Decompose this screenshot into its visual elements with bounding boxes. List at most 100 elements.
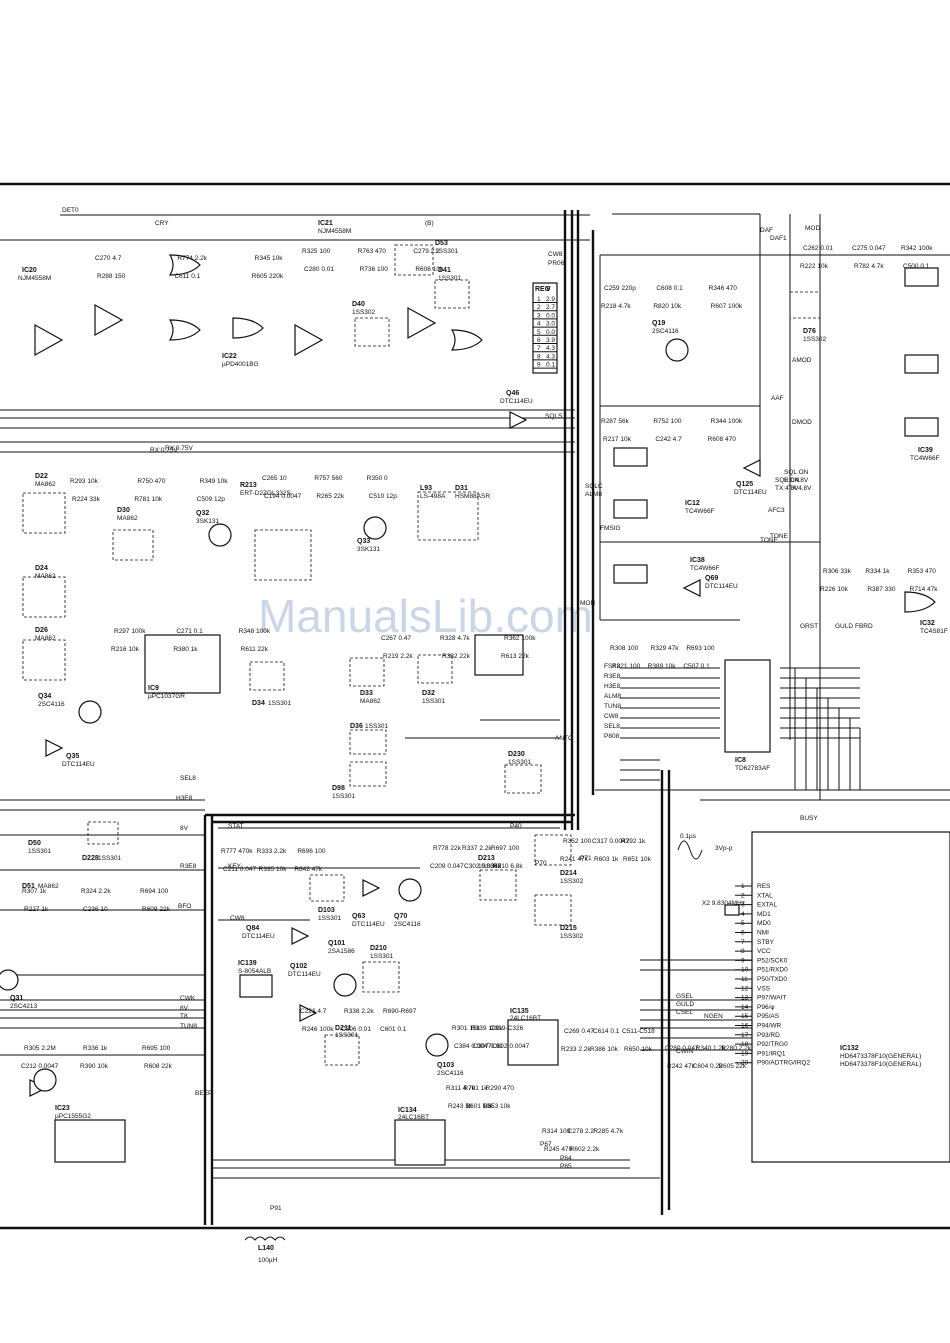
d33-dashed xyxy=(349,657,385,687)
net-label: TUN8 xyxy=(604,703,621,710)
ic21-ref: IC21 xyxy=(318,220,333,227)
ic9-box xyxy=(144,634,221,694)
net-label: DAF xyxy=(760,227,773,234)
ic134-box xyxy=(394,1119,446,1166)
d230-dashed xyxy=(504,764,542,794)
ic135-ref: IC135 xyxy=(510,1008,529,1015)
net-label: ALM8 xyxy=(585,491,602,498)
part-value: R345 10k xyxy=(255,255,284,262)
d40-ref: D40 xyxy=(352,301,365,308)
ic39b-box xyxy=(904,417,939,437)
mcu-pin-name: P91/IRQ1 xyxy=(757,1050,786,1057)
part-value: R602 2.2k xyxy=(570,1146,600,1153)
ic38-ref: IC38 xyxy=(690,557,705,564)
net-label: H3E8 xyxy=(604,683,621,690)
mcu-pin-name: P50/TXD0 xyxy=(757,976,787,983)
part-value: R242 47k xyxy=(667,1063,696,1070)
d98-dashed xyxy=(349,761,387,787)
d41-part: 1SS301 xyxy=(438,275,462,282)
d211-ref: D211 xyxy=(335,1025,351,1032)
d50-ref: D50 xyxy=(28,840,41,847)
d98-part: 1SS301 xyxy=(332,793,356,800)
q34-ref: Q34 xyxy=(38,693,51,700)
ic-labels: IC20 NJM4558M IC21 NJM4558M IC22 µPD4001… xyxy=(18,220,948,1121)
net-label: SQLC xyxy=(585,483,603,490)
d34-ref: D34 xyxy=(252,700,265,707)
ic23-part: µPC1555G2 xyxy=(55,1113,91,1120)
part-value: R241 47k xyxy=(560,856,589,863)
part-value: R218 4.7k xyxy=(601,303,631,310)
net-label: NGEN xyxy=(704,1013,723,1020)
ic20-ref: IC20 xyxy=(22,267,37,274)
part-value: C259 220p xyxy=(604,285,636,292)
mcu-pin-name: P96/φ xyxy=(757,1004,775,1011)
reg-row-voltage: 4.3 xyxy=(546,345,555,352)
d210-part: 1SS301 xyxy=(370,953,394,960)
part-value: R221 100 xyxy=(612,663,641,670)
ic132-ref: IC132 xyxy=(840,1045,859,1052)
part-value: R265 22k xyxy=(316,493,345,500)
reg-row-voltage: 3.9 xyxy=(546,337,555,344)
part-value: R696 100 xyxy=(297,848,326,855)
part-value: R782 4.7k xyxy=(854,263,884,270)
q34-part: 2SC4116 xyxy=(38,701,65,708)
d230-ref: D230 xyxy=(508,751,525,758)
l93-dashed xyxy=(417,491,479,541)
mcu-pin-name: MD0 xyxy=(757,920,771,927)
part-value: R349 10k xyxy=(200,478,229,485)
d40-part: 1SS302 xyxy=(352,309,376,316)
r213-ref: R213 xyxy=(240,482,257,489)
reg-row-index: 3 xyxy=(537,312,541,319)
ic139-ref: IC139 xyxy=(238,960,257,967)
part-value: C302 0.0047 xyxy=(464,863,502,870)
d30-dashed xyxy=(112,529,154,561)
part-value: R328 4.7k xyxy=(440,635,470,642)
ic135-part: 24LC16BT xyxy=(510,1015,541,1022)
part-value: C275 0.047 xyxy=(852,245,886,252)
part-value: C510 12p xyxy=(369,493,398,500)
net-label: P70 xyxy=(535,860,547,867)
ic39-part: TC4W66F xyxy=(910,455,940,462)
net-label: TONE xyxy=(770,533,789,540)
sql-on: SQL ON xyxy=(775,477,800,484)
part-value: R695 100 xyxy=(142,1045,171,1052)
part-value: R224 33k xyxy=(72,496,101,503)
part-value: C223 4.7 xyxy=(300,1008,327,1015)
opamps xyxy=(29,254,936,1097)
ic9-ref: IC9 xyxy=(148,685,159,692)
d40-dashed xyxy=(354,317,390,347)
part-value: R325 100 xyxy=(302,248,331,255)
ic22-ref: IC22 xyxy=(222,353,237,360)
ic134-part: 24LC16BT xyxy=(398,1114,429,1121)
rx-voltage: RX:0.75V xyxy=(165,445,193,452)
reg-row-index: 8 xyxy=(537,353,541,360)
net-label: CWIN xyxy=(676,1048,694,1055)
ic8-part: TD62783AF xyxy=(735,765,770,772)
part-value: R246 100k xyxy=(302,1026,334,1033)
net-label: R3E8 xyxy=(180,863,197,870)
part-value: C194 0.0047 xyxy=(264,493,302,500)
mcu-pin-name: VSS xyxy=(757,985,771,992)
waveform-amplitude: 3Vp-p xyxy=(715,845,733,852)
d215-part: 1SS302 xyxy=(560,933,584,940)
q103-ref: Q103 xyxy=(437,1062,454,1069)
reg-row-index: 9 xyxy=(537,362,541,369)
q19-ref: Q19 xyxy=(652,320,665,327)
d213-ref: D213 xyxy=(478,855,495,862)
part-value: R750 470 xyxy=(137,478,166,485)
d36-dashed xyxy=(349,729,387,755)
net-label: DMOD xyxy=(792,419,812,426)
net-label: P91 xyxy=(270,1205,282,1212)
d32-part: 1SS301 xyxy=(422,698,446,705)
q31-ref: Q31 xyxy=(10,995,23,1002)
part-value: R395 10k xyxy=(259,866,288,873)
part-value: C278 2.2 xyxy=(568,1128,595,1135)
part-value: R605 220k xyxy=(252,273,284,280)
part-value: R301 15k xyxy=(452,1025,481,1032)
d24-ref: D24 xyxy=(35,565,48,572)
ic132-part-marine: HD6473378F10(GENERAL) xyxy=(840,1053,921,1060)
q70-part: 2SC4116 xyxy=(394,921,421,928)
q33-ref: Q33 xyxy=(357,538,370,545)
net-label: BEEP xyxy=(195,1090,212,1097)
part-value: C306 0.01 xyxy=(341,1026,371,1033)
